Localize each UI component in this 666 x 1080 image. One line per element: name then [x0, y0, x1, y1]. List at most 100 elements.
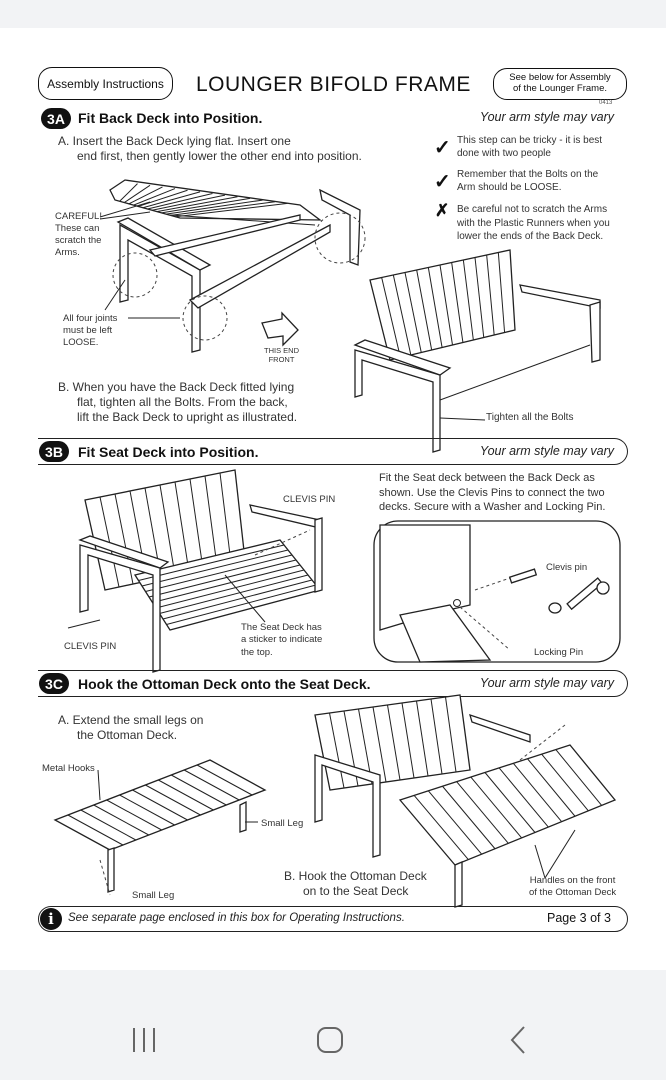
arm-style-note: Your arm style may vary: [479, 676, 614, 690]
deck-slat: [416, 269, 433, 351]
deck-slat: [132, 789, 188, 821]
deck-slat: [413, 795, 469, 860]
see-below-pill: See below for Assembly of the Lounger Fr…: [493, 68, 627, 100]
deck-slat: [158, 779, 214, 811]
deck-slat: [486, 254, 495, 336]
step-3c-title: Hook the Ottoman Deck onto the Seat Deck…: [78, 676, 371, 692]
deck-slat: [372, 706, 387, 783]
deck-slat: [161, 197, 251, 214]
deck-slat: [93, 804, 149, 836]
pill-label: Assembly Instructions: [47, 76, 164, 91]
deck-slat: [427, 790, 483, 855]
recent-apps-icon: [133, 1028, 155, 1052]
deck-slat: [133, 188, 176, 206]
clevis-pin-label: CLEVIS PIN: [64, 641, 117, 652]
home-icon: [317, 1027, 343, 1053]
recent-apps-button[interactable]: [128, 1020, 160, 1060]
deck-slat: [474, 257, 485, 338]
deck-slat: [156, 196, 238, 213]
step-3b-bar: [38, 438, 628, 465]
deck-slat: [484, 772, 536, 833]
deck-slat: [141, 549, 289, 587]
deck-slat: [204, 475, 218, 567]
step-badge-3c: 3C: [39, 673, 69, 694]
deck-slat: [439, 264, 453, 346]
small-leg-label: Small Leg: [261, 818, 304, 829]
operating-instructions-note: See separate page enclosed in this box f…: [68, 912, 405, 924]
instruction-a: end first, then gently lower the other e…: [77, 149, 362, 163]
instruction-b: B. Hook the Ottoman Deck: [284, 869, 427, 883]
deck-slat: [470, 776, 523, 839]
deck-slat: [462, 259, 474, 341]
deck-slat: [142, 191, 201, 209]
deck-slat: [427, 267, 443, 348]
deck-slat: [162, 579, 313, 620]
deck-slat: [189, 478, 204, 570]
deck-slat: [445, 696, 457, 773]
deck-slat: [171, 774, 227, 806]
deck-slat: [527, 758, 576, 817]
deck-slat: [114, 493, 134, 585]
deck-slat: [147, 193, 213, 210]
deck-slat: [541, 753, 589, 812]
deck-slat: [451, 262, 464, 343]
instruction-b: flat, tighten all the Bolts. From the ba…: [77, 395, 288, 409]
instruction-b: B. When you have the Back Deck fitted ly…: [58, 380, 295, 394]
metal-hooks-label: Metal Hooks: [42, 763, 95, 774]
deck-slat: [148, 559, 297, 598]
deck-slat: [555, 749, 603, 806]
step-3b-title: Fit Seat Deck into Position.: [78, 444, 259, 460]
step-badge-3a: 3A: [41, 108, 71, 129]
deck-slat: [128, 186, 163, 205]
deck-slat: [119, 794, 175, 826]
pill-line: See below for Assembly: [509, 72, 611, 84]
deck-slat: [329, 712, 345, 789]
deck-slat: [498, 767, 549, 828]
deck-slat: [456, 781, 509, 844]
deck-slat: [404, 272, 422, 353]
deck-slat: [430, 698, 443, 775]
deck-slat: [166, 584, 317, 625]
deck-slat: [80, 809, 137, 841]
deck-slat: [159, 484, 176, 576]
deck-slat: [401, 702, 415, 779]
deck-slat: [381, 277, 401, 358]
deck-slat: [145, 554, 293, 592]
detail-clevis-label: Clevis pin: [546, 562, 588, 573]
assembly-instructions-pill: Assembly Instructions: [38, 67, 173, 100]
back-icon: [510, 1026, 525, 1054]
deck-slat: [219, 472, 232, 564]
back-button[interactable]: [503, 1020, 533, 1060]
deck-slat: [165, 199, 263, 215]
deck-slat: [67, 814, 124, 846]
instruction-a: the Ottoman Deck.: [77, 728, 178, 742]
deck-slat: [416, 700, 429, 777]
cross-icon: ✗: [435, 201, 450, 220]
arm-style-note: Your arm style may vary: [479, 110, 614, 124]
page-title: LOUNGER BIFOLD FRAME: [196, 73, 471, 96]
deck-slat: [196, 764, 253, 796]
tighten-bolts-label: Tighten all the Bolts: [486, 412, 574, 423]
instruction-a: A. Insert the Back Deck lying flat. Inse…: [58, 134, 291, 148]
info-icon: i: [40, 908, 62, 930]
pill-line: of the Lounger Frame.: [513, 83, 607, 94]
step-3a-title: Fit Back Deck into Position.: [78, 110, 263, 126]
deck-slat: [138, 544, 285, 581]
step-3c-bar: [38, 670, 628, 697]
instruction-b: on to the Seat Deck: [303, 884, 409, 898]
home-button[interactable]: [314, 1020, 346, 1060]
arm-style-note: Your arm style may vary: [479, 444, 614, 458]
deck-slat: [138, 189, 188, 207]
deck-slat: [170, 201, 276, 216]
instruction-a: A. Extend the small legs on: [58, 713, 204, 727]
deck-slat: [387, 704, 401, 781]
step-badge-3b: 3B: [39, 441, 69, 462]
footer-bar: [38, 906, 628, 932]
deck-slat: [155, 569, 305, 609]
